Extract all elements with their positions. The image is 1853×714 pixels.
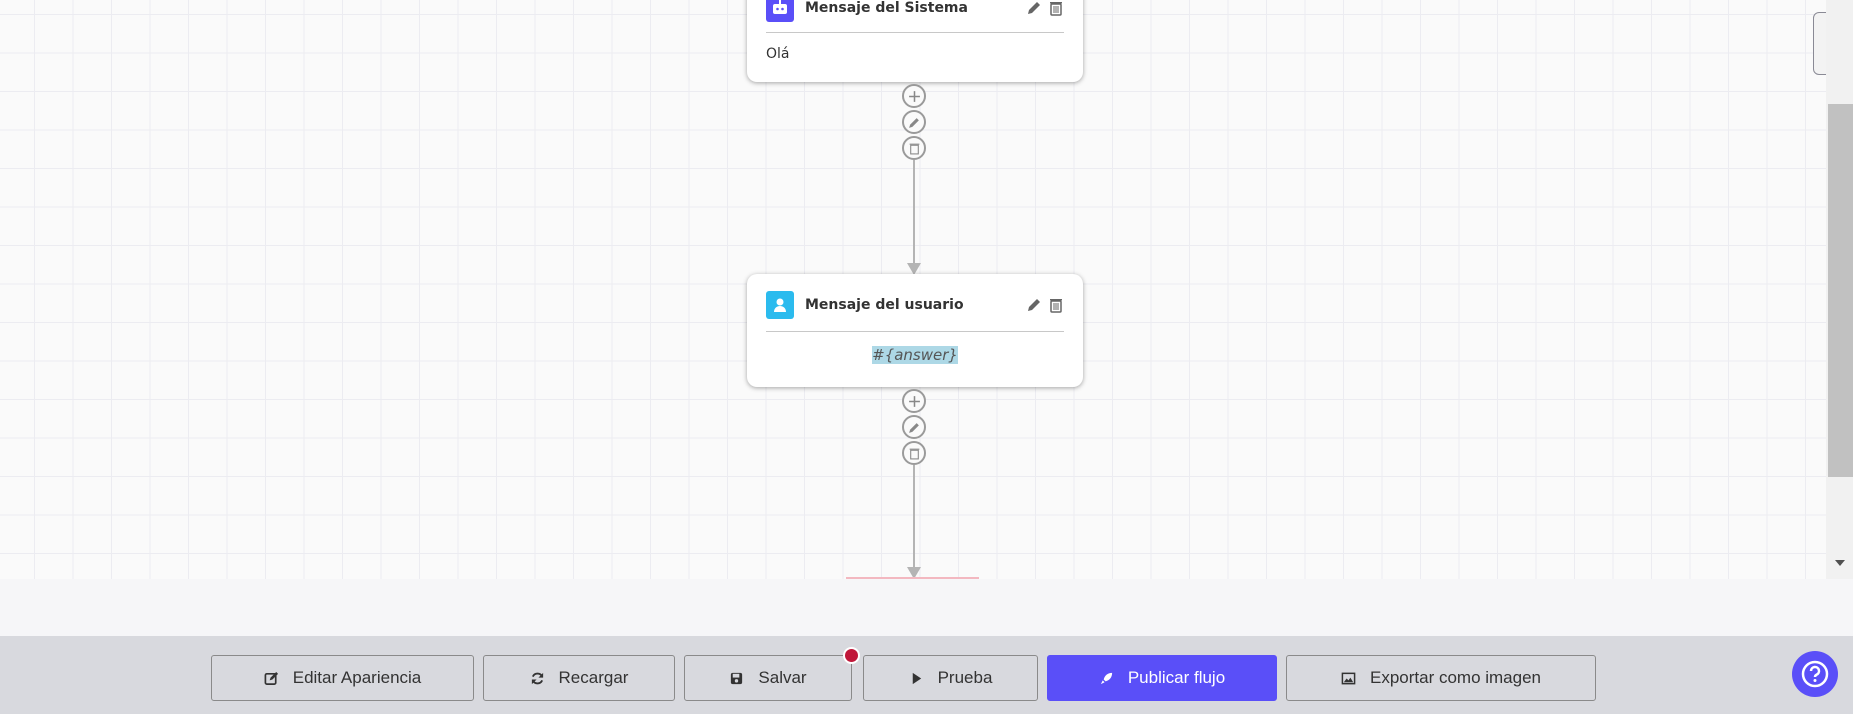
refresh-icon [531, 672, 543, 684]
play-icon [912, 672, 921, 684]
image-icon [1341, 672, 1356, 684]
publish-flow-button[interactable]: Publicar flujo [1047, 655, 1277, 701]
pencil-icon [908, 117, 919, 128]
add-node-button[interactable] [902, 389, 926, 413]
edit-icon[interactable] [1026, 0, 1042, 16]
edit-appearance-label: Editar Apariencia [292, 668, 422, 687]
edit-connection-button[interactable] [902, 415, 926, 439]
robot-icon [766, 0, 794, 22]
minimap-box[interactable] [1813, 12, 1826, 75]
arrow-down-icon [907, 567, 921, 579]
node-content: Olá [766, 46, 790, 62]
flow-canvas[interactable]: Mensaje del Sistema Olá Mensaje del usua… [0, 0, 1826, 579]
node-system-message[interactable]: Mensaje del Sistema Olá [747, 0, 1083, 82]
reload-label: Recargar [558, 668, 629, 687]
test-label: Prueba [937, 668, 993, 687]
trash-icon[interactable] [1048, 0, 1064, 16]
save-label: Salvar [758, 668, 807, 687]
test-button[interactable]: Prueba [863, 655, 1038, 701]
scroll-down-arrow-icon[interactable] [1835, 560, 1845, 566]
unsaved-changes-dot [843, 647, 860, 664]
edit-appearance-button[interactable]: Editar Apariencia [211, 655, 474, 701]
export-label: Exportar como imagen [1369, 668, 1542, 687]
trash-icon[interactable] [1048, 297, 1064, 313]
node-user-message[interactable]: Mensaje del usuario #{answer} [747, 274, 1083, 387]
trash-icon [909, 448, 919, 459]
edit-square-icon [264, 671, 278, 685]
save-button[interactable]: Salvar [684, 655, 852, 701]
user-icon [766, 291, 794, 319]
delete-connection-button[interactable] [902, 441, 926, 465]
connector-line [913, 160, 915, 264]
question-circle-icon [1801, 660, 1829, 688]
scrollbar-thumb[interactable] [1828, 104, 1853, 477]
plus-icon [908, 395, 920, 407]
vertical-scrollbar[interactable] [1826, 0, 1853, 579]
trash-icon [909, 143, 919, 154]
save-icon [731, 672, 743, 684]
add-node-button[interactable] [902, 84, 926, 108]
edit-icon[interactable] [1026, 297, 1042, 313]
node-title: Mensaje del Sistema [805, 0, 968, 16]
node-content: #{answer} [872, 346, 958, 364]
next-node-edge [846, 577, 979, 579]
rocket-icon [1100, 672, 1112, 684]
pencil-icon [908, 422, 919, 433]
node-title: Mensaje del usuario [805, 297, 964, 313]
plus-icon [908, 90, 920, 102]
help-button[interactable] [1792, 651, 1838, 697]
export-image-button[interactable]: Exportar como imagen [1286, 655, 1596, 701]
edit-connection-button[interactable] [902, 110, 926, 134]
arrow-down-icon [907, 263, 921, 275]
connector-line [913, 465, 915, 569]
reload-button[interactable]: Recargar [483, 655, 675, 701]
publish-label: Publicar flujo [1127, 668, 1226, 687]
delete-connection-button[interactable] [902, 136, 926, 160]
